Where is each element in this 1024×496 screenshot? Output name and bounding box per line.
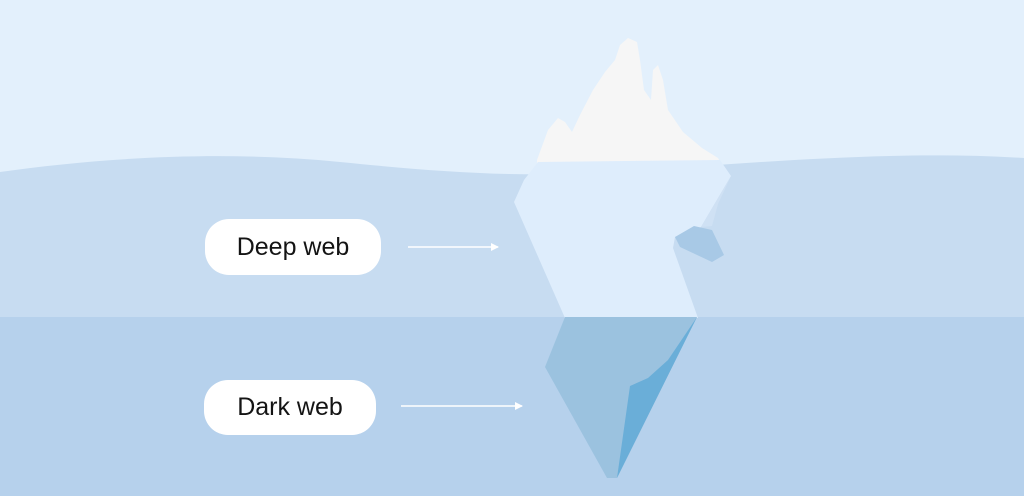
iceberg-dark-shade [617,317,697,478]
dark-web-label-text: Dark web [237,393,343,421]
iceberg-deep-section [514,160,731,318]
iceberg-tip [537,38,722,168]
deep-web-label-text: Deep web [236,232,350,261]
water-surface-band [0,155,1024,318]
dark-web-label: Dark web [204,380,376,435]
iceberg-ledge [675,226,724,262]
iceberg-deep-facet [701,176,731,227]
deep-web-label: Deep web [205,219,381,275]
iceberg-dark-section [545,317,697,478]
